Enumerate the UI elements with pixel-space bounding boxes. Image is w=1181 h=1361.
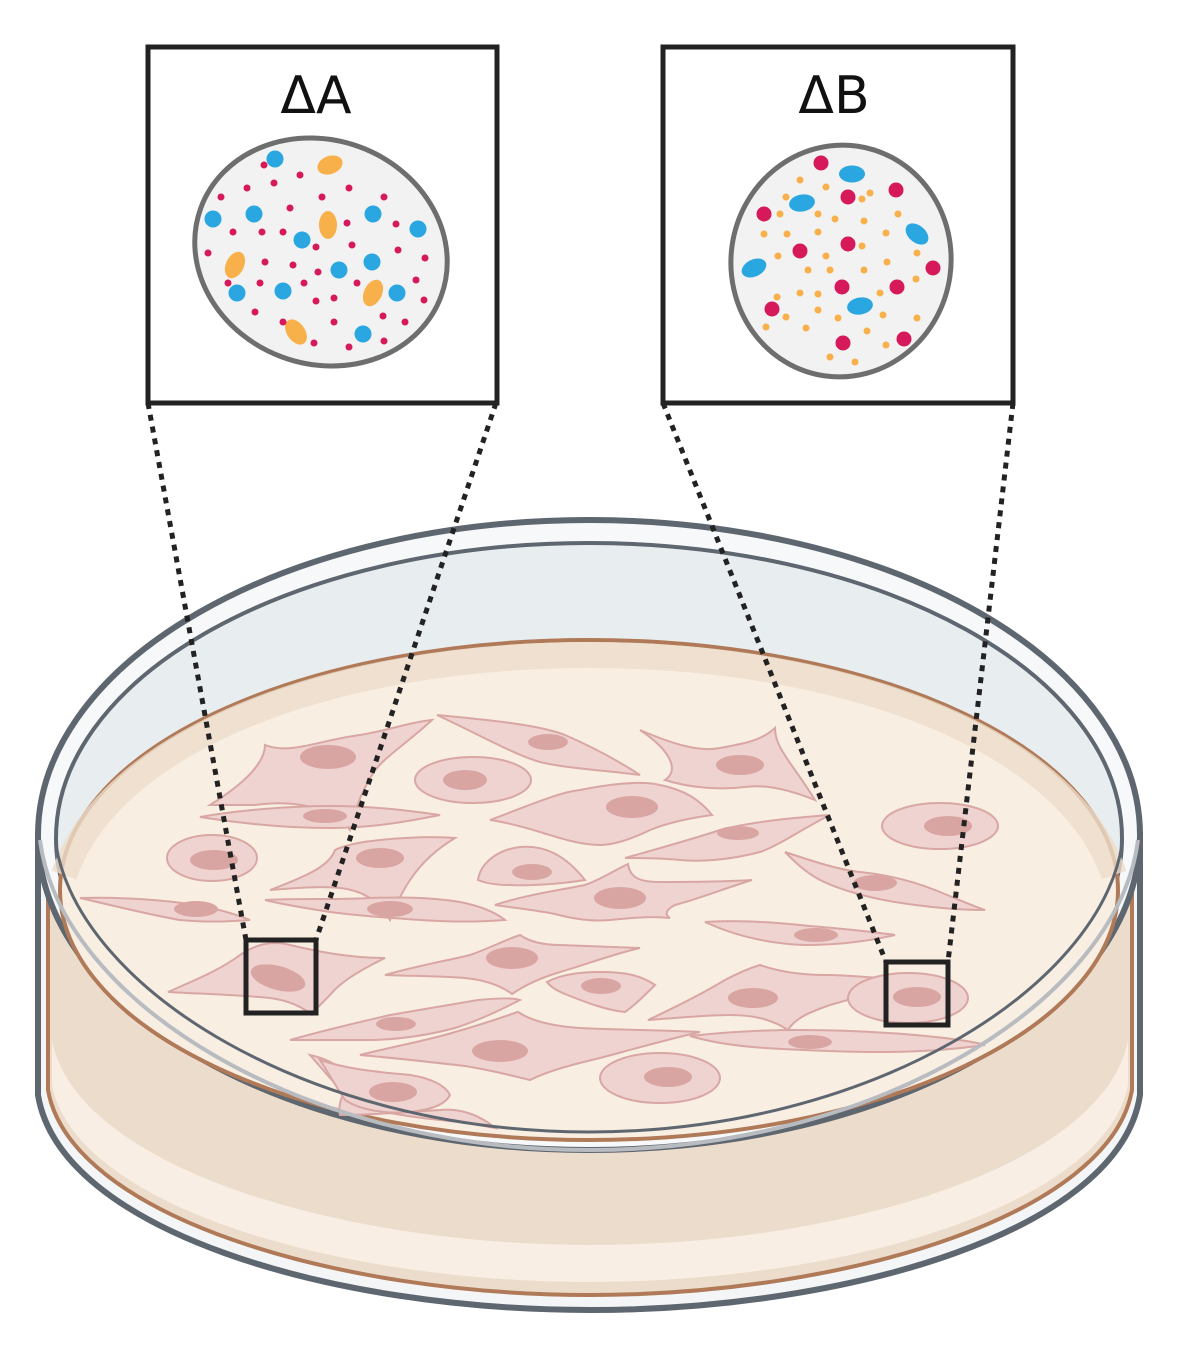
cell-nucleus: [512, 864, 552, 880]
connector-b-left: [660, 402, 889, 963]
cell-nucleus: [581, 978, 621, 994]
panel-a: ΔA: [145, 44, 500, 406]
cell-nucleus: [728, 988, 778, 1008]
rim-front-edge: [38, 839, 1140, 1153]
cell-nucleus: [486, 947, 538, 969]
panel-b-label: ΔB: [798, 66, 869, 126]
cell-nucleus: [443, 770, 487, 790]
cell-nucleus: [376, 1017, 416, 1031]
petri-dish: [35, 517, 1143, 1314]
cell-nucleus: [606, 796, 658, 818]
panel-b: ΔB: [660, 44, 1016, 406]
cell-nucleus: [472, 1040, 528, 1062]
cell-nucleus: [794, 928, 838, 942]
cell: [359, 1010, 701, 1082]
cell: [689, 1028, 986, 1054]
selection-box-a: [243, 937, 319, 1016]
rim-front-inner: [54, 844, 1124, 1134]
cell-nucleus: [644, 1067, 692, 1087]
cell: [489, 781, 714, 847]
cell-nucleus: [788, 1035, 832, 1049]
connector-b-right: [945, 402, 1016, 963]
cell-nucleus: [190, 850, 238, 870]
orange-particles-b: [760, 176, 921, 366]
cell-nucleus: [893, 987, 941, 1007]
pink-particles-a: [204, 161, 429, 351]
cell-nucleus: [853, 875, 897, 891]
cell-nucleus: [300, 745, 356, 769]
cell-layer: [79, 714, 999, 1130]
cell-nucleus: [716, 755, 764, 775]
cell-nucleus: [174, 901, 218, 917]
pink-particles-b: [756, 155, 941, 351]
cell-nucleus: [924, 816, 972, 836]
panel-a-label: ΔA: [280, 66, 352, 126]
medium-meniscus: [51, 641, 1127, 880]
particles-a: [204, 150, 429, 351]
cell-nucleus: [356, 848, 404, 868]
cell-nucleus: [367, 901, 413, 917]
zoom-connectors: [145, 402, 1016, 963]
blue-particles-b: [741, 165, 929, 315]
cell-nucleus: [250, 964, 306, 992]
cell-nucleus: [528, 734, 568, 750]
particles-b: [741, 155, 941, 366]
blue-particles-a: [204, 150, 427, 343]
selection-box-b: [883, 959, 951, 1028]
cell-nucleus: [594, 887, 646, 909]
orange-particles-a: [224, 155, 384, 345]
cell-nucleus: [303, 809, 347, 823]
connector-a-right: [313, 402, 499, 941]
cell-nucleus: [369, 1082, 417, 1102]
medium-side-highlight: [52, 1040, 1128, 1282]
cell-nucleus: [717, 826, 759, 840]
cell: [269, 836, 459, 923]
